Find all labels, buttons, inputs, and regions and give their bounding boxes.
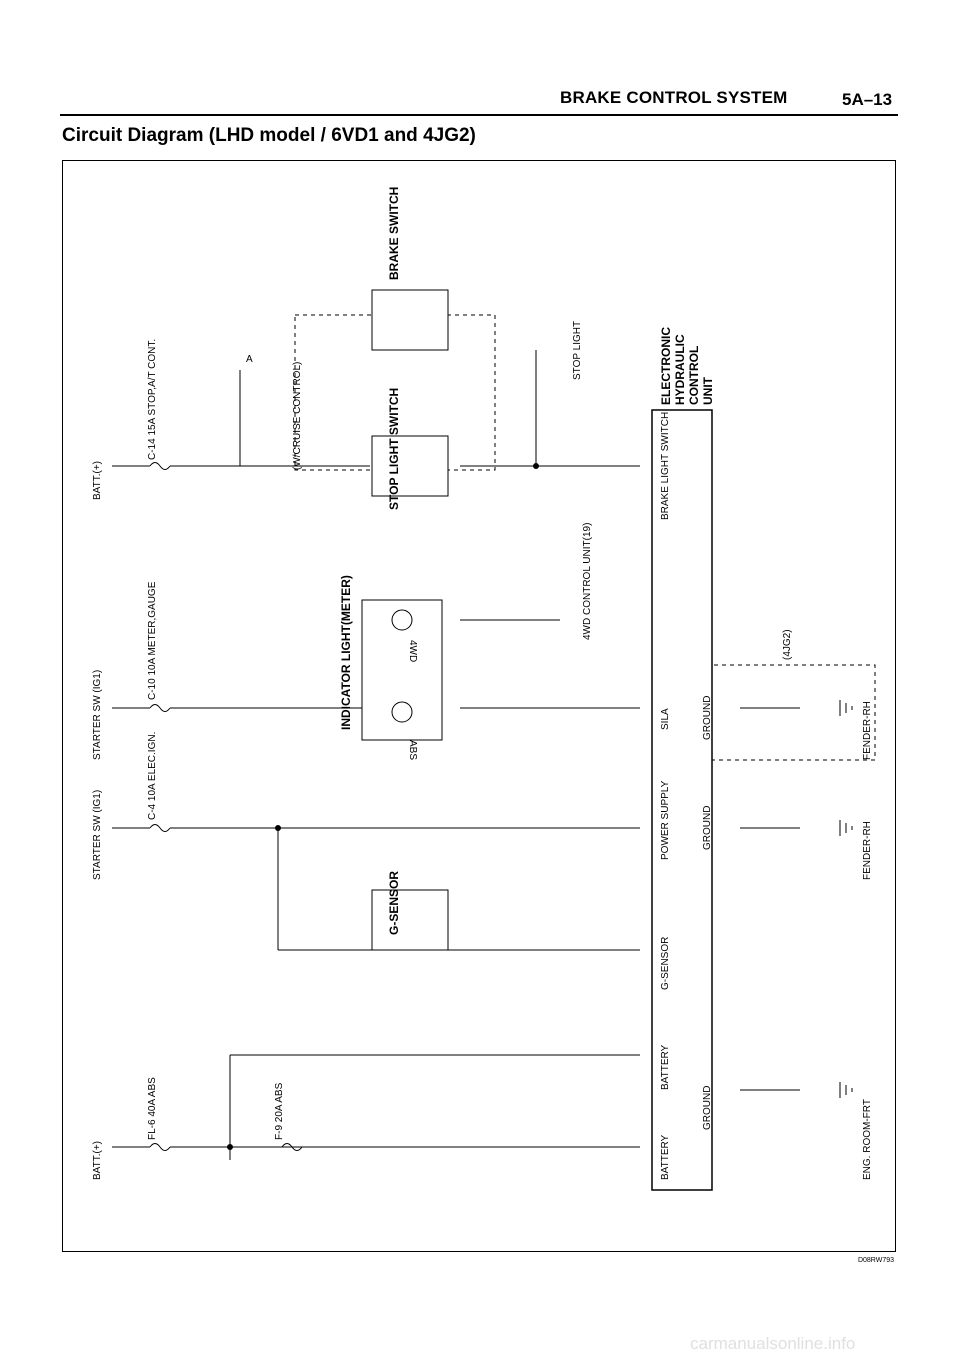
g-sensor-label: G-SENSOR (387, 871, 401, 935)
starter-sw-2: STARTER SW (IG1) (92, 670, 103, 760)
ground-fender-2: FENDER-RH (862, 701, 873, 760)
cruise-note: (W/CRUISE CONTROL) (292, 362, 303, 470)
ecu-pin-power: POWER SUPPLY (660, 780, 671, 860)
ecu-pin-gsensor: G-SENSOR (660, 937, 671, 990)
ecu-box (651, 409, 713, 1191)
indicator-label: INDICATOR LIGHT(METER) (339, 575, 353, 730)
4wd-lamp-icon (391, 609, 413, 631)
header-rule (60, 114, 898, 116)
ground-fender-1: FENDER-RH (862, 821, 873, 880)
4wd-label: 4WD (407, 640, 418, 662)
ecu-pin-battery: BATTERY (660, 1134, 671, 1180)
batt-right: BATT.(+) (92, 461, 103, 500)
fuse-c4: C-4 10A ELEC.IGN. (147, 732, 158, 820)
indicator-box (361, 599, 443, 741)
brake-switch-box (371, 289, 449, 351)
starter-sw-1: STARTER SW (IG1) (92, 790, 103, 880)
watermark: carmanualsonline.info (690, 1334, 856, 1353)
g-sensor-box (371, 889, 449, 951)
ecu-ground-2: GROUND (702, 806, 713, 850)
ecu-pin-battery-2: BATTERY (660, 1044, 671, 1090)
stop-switch-box (371, 435, 449, 497)
ground-eng-room: ENG. ROOM-FRT (862, 1099, 873, 1180)
page-number: 5A–13 (842, 90, 893, 109)
fuse-c14: C-14 15A STOP,A/T CONT. (147, 339, 158, 460)
ecu-title-3: CONTROL (687, 346, 701, 405)
fuse-c10: C-10 10A METER,GAUGE (147, 581, 158, 700)
diagram-title: Circuit Diagram (LHD model / 6VD1 and 4J… (62, 125, 476, 146)
diagram-frame (62, 160, 896, 1252)
abs-label: ABS (407, 740, 418, 760)
wires (112, 350, 800, 1160)
abs-lamp-icon (391, 701, 413, 723)
stop-switch-label: STOP LIGHT SWITCH (387, 388, 401, 510)
ecu-pin-brake: BRAKE LIGHT SWITCH (660, 412, 671, 520)
ecu-pin-sila: SILA (660, 708, 671, 730)
figure-code: D08RW793 (857, 1257, 894, 1264)
ecu-ground-3: GROUND (702, 696, 713, 740)
brake-switch-label: BRAKE SWITCH (387, 187, 401, 280)
ecu-title-4: UNIT (701, 376, 715, 405)
4jg2-option-box (689, 664, 876, 761)
stop-light-note: STOP LIGHT (572, 321, 583, 380)
ecu-ground-1: GROUND (702, 1086, 713, 1130)
ref-a: A (246, 354, 253, 365)
batt-left: BATT.(+) (92, 1141, 103, 1180)
section-title: BRAKE CONTROL SYSTEM (560, 88, 788, 107)
4wd-unit-note: 4WD CONTROL UNIT(19) (582, 523, 593, 640)
4jg2-note: (4JG2) (782, 629, 793, 660)
fuse-fl6: FL-6 40A ABS (147, 1077, 158, 1140)
ecu-title-1: ELECTRONIC (659, 327, 673, 405)
fuse-f9: F-9 20A ABS (274, 1082, 285, 1140)
ecu-title-2: HYDRAULIC (673, 334, 687, 405)
ground-symbols (839, 700, 853, 1098)
